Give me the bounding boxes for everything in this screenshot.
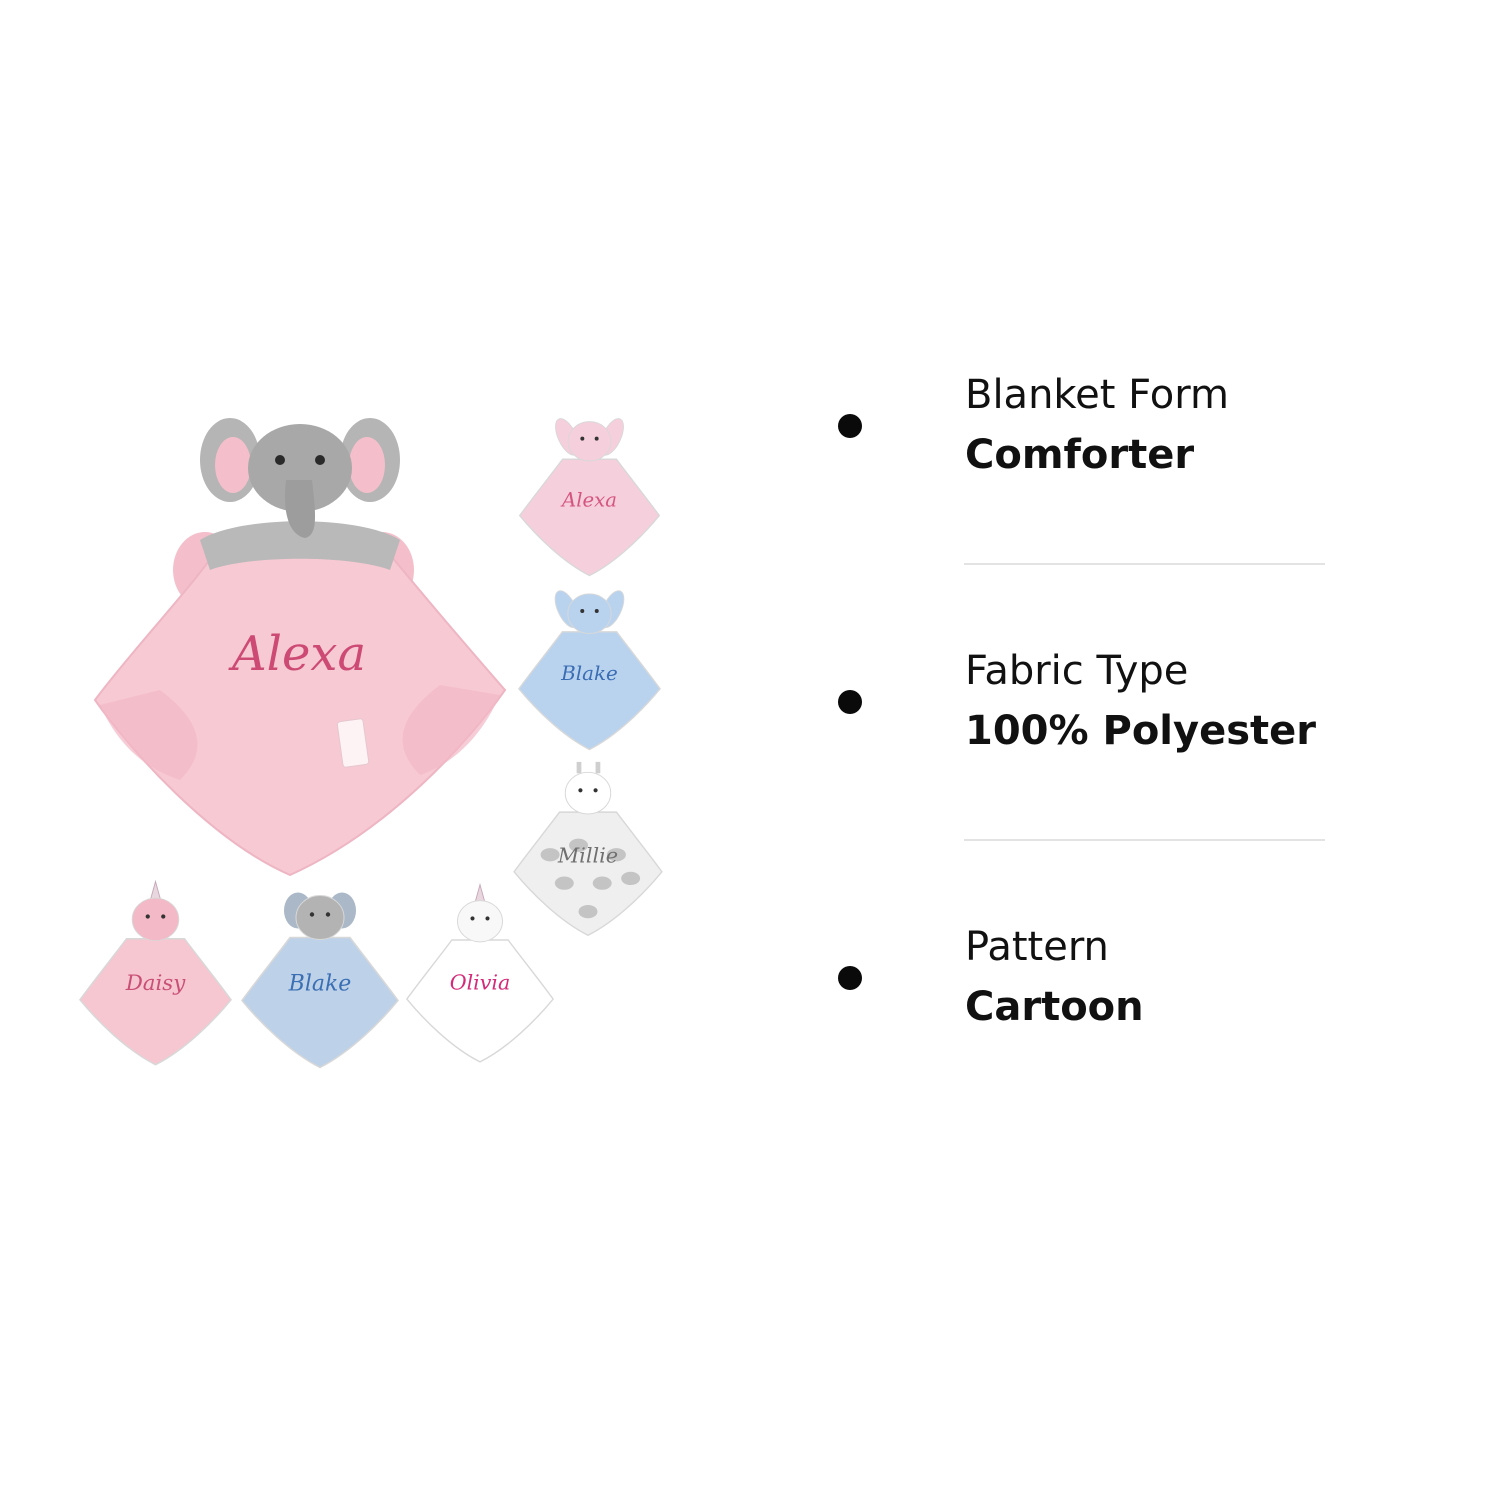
- comforter-blake: Blake: [240, 880, 400, 1075]
- unicorn-comforter-illustration: Olivia: [405, 882, 555, 1063]
- comforter-alexa: Alexa: [512, 410, 667, 580]
- comforter-blake: Blake: [512, 582, 667, 754]
- bunny-comforter-illustration: Alexa: [518, 418, 661, 577]
- elephant-comforter-illustration: Alexa: [93, 418, 507, 877]
- bullet-icon: [838, 966, 862, 990]
- comforter-daisy: Daisy: [78, 879, 233, 1075]
- comforter-name-text: Blake: [288, 972, 352, 997]
- comforter-name-text: Alexa: [560, 489, 617, 512]
- bullet-icon: [838, 690, 862, 714]
- comforter-name-text: Daisy: [125, 971, 187, 996]
- comforter-main-alexa: Alexa: [90, 418, 510, 890]
- divider: [964, 563, 1325, 565]
- comforter-millie: Millie: [508, 760, 668, 940]
- elephant-comforter-illustration: Blake: [241, 892, 399, 1069]
- spec-label: Blanket Form: [965, 372, 1229, 418]
- spec-label: Pattern: [965, 924, 1109, 970]
- spec-value: Comforter: [965, 432, 1195, 478]
- spec-row-blanket-form: Blanket Form Comforter: [838, 370, 1358, 490]
- divider: [964, 839, 1325, 841]
- spec-row-pattern: Pattern Cartoon: [838, 922, 1358, 1042]
- comforter-olivia: Olivia: [405, 880, 555, 1075]
- comforter-name-text: Alexa: [228, 626, 366, 682]
- spec-value: Cartoon: [965, 984, 1144, 1030]
- spec-label: Fabric Type: [965, 648, 1189, 694]
- comforter-name-text: Olivia: [450, 971, 511, 995]
- spec-row-fabric-type: Fabric Type 100% Polyester: [838, 646, 1358, 766]
- comforter-name-text: Blake: [560, 662, 618, 685]
- spec-value: 100% Polyester: [965, 708, 1316, 754]
- bunny-comforter-illustration: Blake: [518, 590, 661, 751]
- comforter-name-text: Millie: [557, 843, 618, 867]
- giraffe-comforter-illustration: Millie: [513, 761, 663, 937]
- unicorn-comforter-illustration: Daisy: [79, 879, 232, 1066]
- bullet-icon: [838, 414, 862, 438]
